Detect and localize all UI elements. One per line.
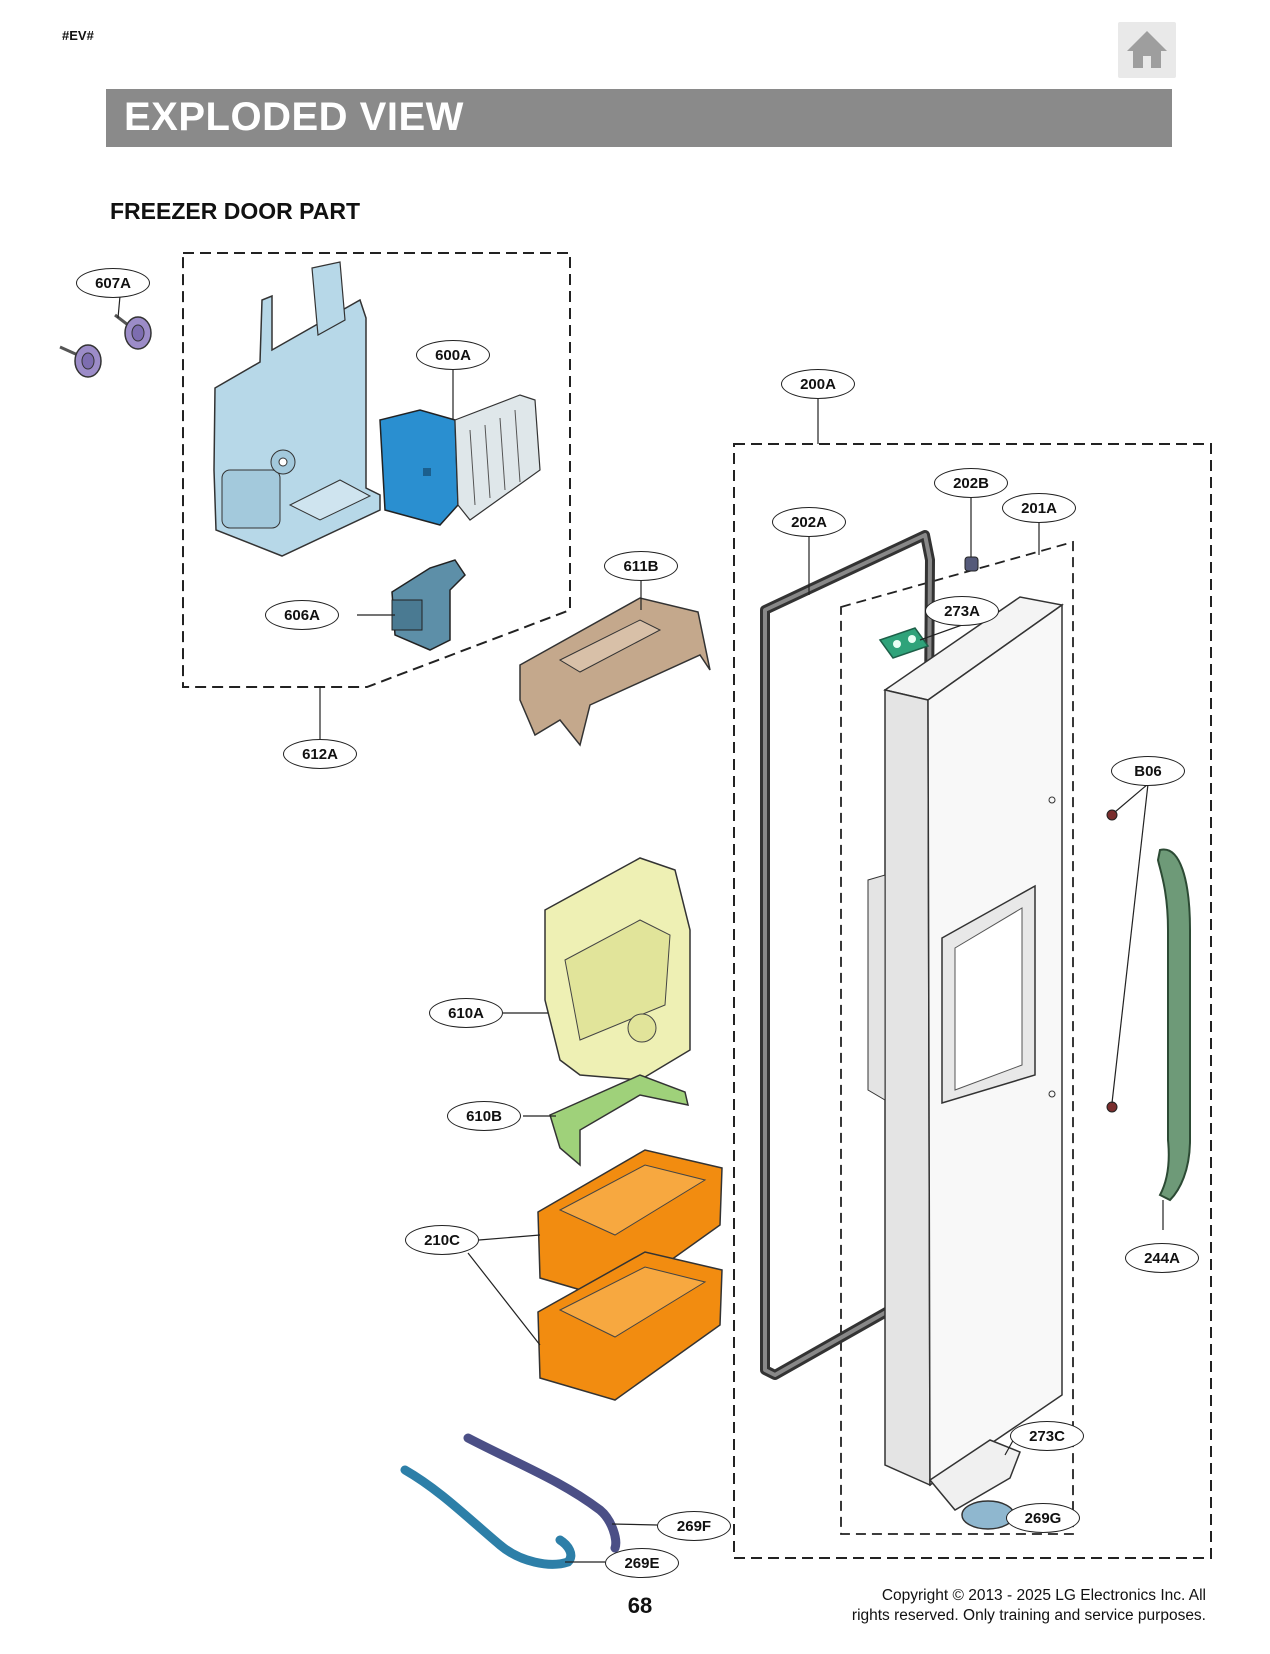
bin-bracket-part-610b bbox=[549, 1074, 689, 1167]
callout-202b: 202B bbox=[934, 468, 1008, 498]
callout-612a: 612A bbox=[283, 739, 357, 769]
ice-bin-part-610a bbox=[544, 857, 691, 1081]
knob-part-607a bbox=[59, 313, 152, 378]
screw-part-b06 bbox=[1106, 809, 1118, 1113]
document-tag: #EV# bbox=[62, 28, 94, 43]
callout-610b: 610B bbox=[447, 1101, 521, 1131]
callout-201a: 201A bbox=[1002, 493, 1076, 523]
ice-maker-part-600a bbox=[379, 394, 541, 526]
door-panel-part-201a bbox=[867, 596, 1064, 1487]
ice-maker-group-box bbox=[182, 252, 571, 688]
ice-maker-bracket-part-612a bbox=[213, 261, 381, 557]
lower-hinge-part-273c bbox=[928, 1439, 1021, 1511]
tube-part-269e bbox=[400, 1465, 576, 1569]
callout-607a: 607A bbox=[76, 268, 150, 298]
door-assembly-group-box bbox=[733, 443, 1212, 1559]
callout-600a: 600A bbox=[416, 340, 490, 370]
callout-202a: 202A bbox=[772, 507, 846, 537]
door-bin-part-210c-lower bbox=[537, 1251, 723, 1401]
clip-part-202b bbox=[964, 556, 979, 572]
callout-210c: 210C bbox=[405, 1225, 479, 1255]
page-title: EXPLODED VIEW bbox=[124, 95, 464, 139]
section-title: FREEZER DOOR PART bbox=[110, 198, 361, 224]
door-subgroup-box bbox=[840, 540, 1074, 1535]
copyright-notice: Copyright © 2013 - 2025 LG Electronics I… bbox=[786, 1586, 1206, 1626]
callout-606a: 606A bbox=[265, 600, 339, 630]
cover-part-611b bbox=[519, 597, 711, 747]
callout-269e: 269E bbox=[605, 1548, 679, 1578]
callout-b06: B06 bbox=[1111, 756, 1185, 786]
handle-part-244a bbox=[1156, 848, 1191, 1202]
callout-611b: 611B bbox=[604, 551, 678, 581]
page-banner: EXPLODED VIEW bbox=[106, 89, 1172, 147]
home-button[interactable] bbox=[1118, 22, 1176, 78]
callout-244a: 244A bbox=[1125, 1243, 1199, 1273]
callout-273c: 273C bbox=[1010, 1421, 1084, 1451]
callout-269f: 269F bbox=[657, 1511, 731, 1541]
page-number: 68 bbox=[627, 1593, 653, 1618]
home-icon bbox=[1127, 31, 1167, 68]
hinge-part-273a bbox=[878, 627, 930, 659]
auger-motor-part-606a bbox=[391, 559, 466, 651]
callout-610a: 610A bbox=[429, 998, 503, 1028]
callout-200a: 200A bbox=[781, 369, 855, 399]
tube-part-269f bbox=[463, 1433, 621, 1553]
door-bin-part-210c-upper bbox=[537, 1149, 723, 1301]
copyright-line-2: rights reserved. Only training and servi… bbox=[851, 1607, 1206, 1624]
copyright-line-1: Copyright © 2013 - 2025 LG Electronics I… bbox=[881, 1587, 1206, 1604]
callout-269g: 269G bbox=[1006, 1503, 1080, 1533]
callout-273a: 273A bbox=[925, 596, 999, 626]
